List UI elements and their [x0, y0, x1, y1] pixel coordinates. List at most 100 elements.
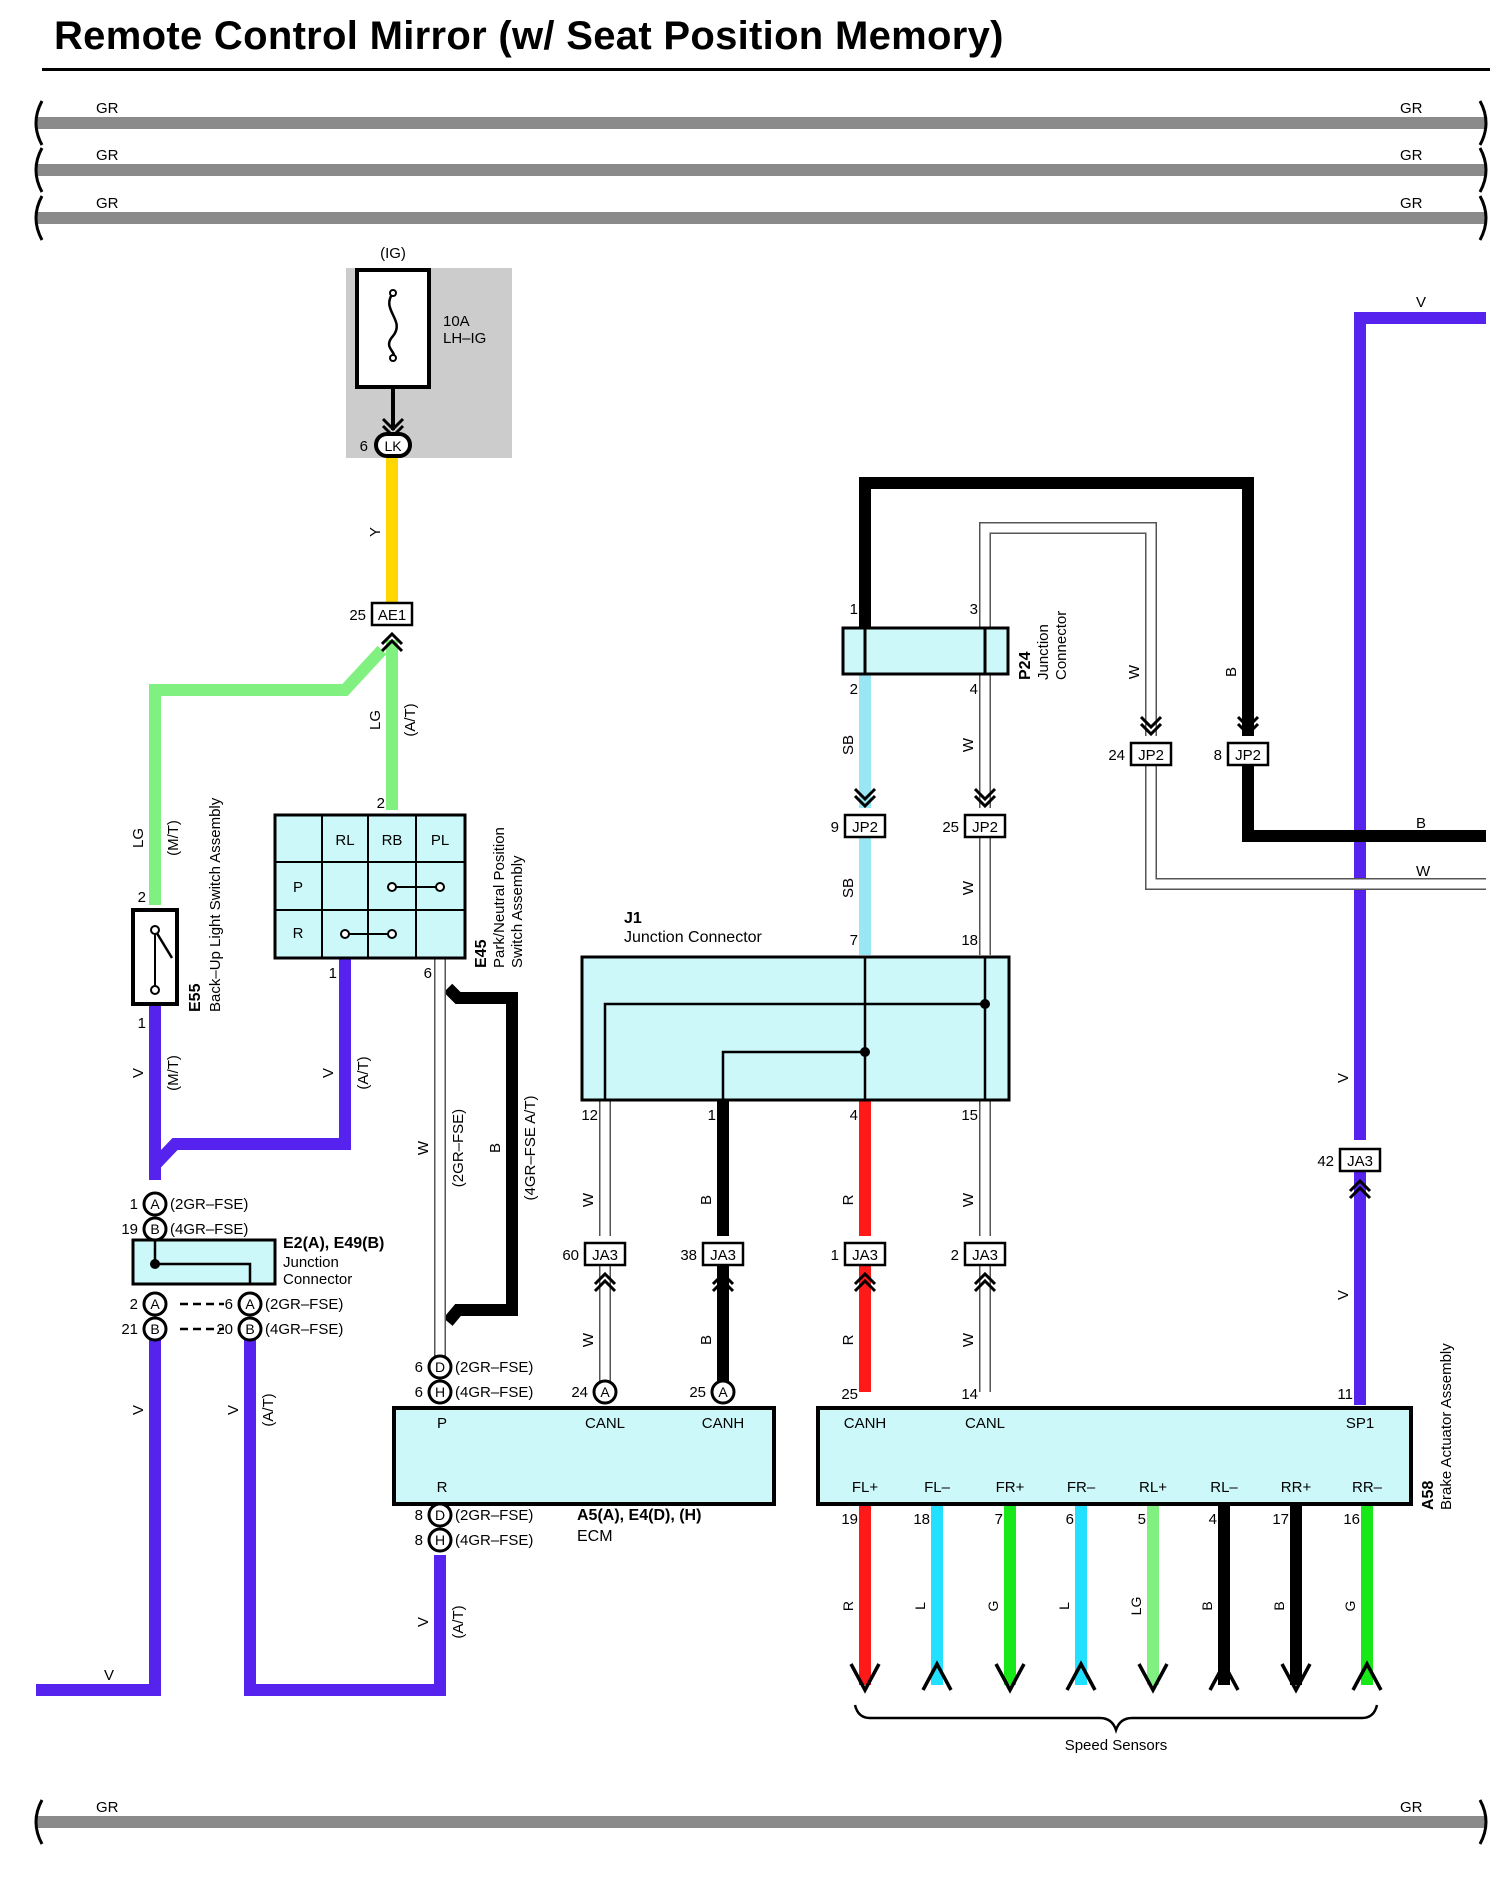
sensor-name-RR–: RR– [1352, 1479, 1383, 1496]
connector-jp2_24-label: JP2 [1138, 747, 1164, 764]
e55-contact-bottom [150, 985, 160, 995]
connector-ja3-42-chevron-stroke-1 [1348, 1178, 1372, 1193]
bus-label-left-3: GR [96, 1799, 119, 1816]
connector-jp2_8-chevron-stroke-0 [1236, 715, 1260, 730]
sensor-pin-RR–: 16 [1343, 1511, 1360, 1528]
wire-label-7: V [320, 1068, 337, 1078]
wire-w-p24-3 [980, 523, 1156, 736]
connector-ja3_38-pin: 38 [680, 1247, 697, 1264]
wire-label-2: (A/T) [402, 703, 419, 736]
wire-w-right [1146, 766, 1486, 889]
sensor-color-RR+: B [1271, 1601, 1287, 1610]
connector-ae1-label: AE1 [378, 607, 406, 624]
p24-name-1: Junction [1035, 624, 1052, 680]
e45-row-R: R [293, 925, 304, 942]
connector-jp2_24-chevron [1139, 715, 1163, 737]
connector-jp2_9-chevron-stroke-0 [853, 787, 877, 802]
wire-label-32: V [1335, 1073, 1352, 1083]
bus-break-right-2 [1478, 195, 1488, 241]
e2-pin-note-1: (2GR–FSE) [170, 1196, 248, 1213]
e55-pin-bottom: 1 [138, 1015, 146, 1032]
connector-jp2_8-pin: 8 [1214, 747, 1222, 764]
e2-pin-21-letter: B [150, 1321, 159, 1337]
sensor-pin-FR–: 6 [1066, 1511, 1074, 1528]
connector-ja3-42-chevron [1348, 1178, 1372, 1200]
wire-label-18: SB [840, 735, 857, 755]
j1-pin-7: 7 [850, 932, 858, 949]
fuse-body [355, 268, 431, 389]
a58-pin-canh: 25 [841, 1386, 858, 1403]
ecm-pin-2-letter: D [435, 1507, 445, 1523]
wire-label-17: (A/T) [450, 1605, 467, 1638]
fuse-chevron-stroke-0 [381, 417, 405, 432]
e2-pin-num-21: 21 [121, 1321, 138, 1338]
connector-ja3_60-chevron-stroke-0 [593, 1278, 617, 1293]
connector-ja3_1-label: JA3 [852, 1247, 878, 1264]
ecm-name: ECM [577, 1528, 613, 1545]
wire-label-6: (M/T) [165, 1055, 182, 1091]
sensor-color-FR+: G [985, 1601, 1001, 1612]
sensor-color-FL–: L [912, 1602, 928, 1610]
wire-label-28: W [580, 1332, 597, 1347]
ecm-body [392, 1406, 776, 1506]
sensor-name-RL–: RL– [1210, 1479, 1238, 1496]
ecm-pin-r: R [437, 1479, 448, 1496]
bus-break-left-3 [34, 1799, 44, 1845]
wire-b-loop [859, 477, 1254, 736]
sensor-color-RL–: B [1199, 1601, 1215, 1610]
sensor-arrow-FL+-icon [849, 1663, 881, 1694]
a58-id: A58 [1420, 1481, 1437, 1510]
wire-label-v-top: V [1416, 294, 1426, 311]
sensor-color-RR–: G [1342, 1601, 1358, 1612]
wire-v-right [1354, 312, 1486, 1140]
p24-name-2: Connector [1053, 611, 1070, 680]
sensor-pin-FL–: 18 [913, 1511, 930, 1528]
speed-sensors-label: Speed Sensors [1065, 1737, 1168, 1754]
wire-label-30: R [840, 1334, 857, 1345]
e2-pin-num-1: 1 [130, 1196, 138, 1213]
a58-canh: CANH [844, 1415, 887, 1432]
connector-ja3-42-label: JA3 [1347, 1153, 1373, 1170]
wire-v-left [36, 1330, 161, 1696]
e55-contact-top [150, 925, 160, 935]
sensor-pin-FR+: 7 [995, 1511, 1003, 1528]
ecm-canh: CANH [702, 1415, 745, 1432]
a58-body [816, 1406, 1413, 1506]
ecm-pin-canl-circle [592, 1379, 618, 1405]
e55-name: Back–Up Light Switch Assembly [207, 797, 224, 1012]
wire-label-9: V [130, 1405, 147, 1415]
p24-pin-1: 1 [850, 601, 858, 618]
wire-label-1: LG [367, 710, 384, 730]
connector-ja3_1-box [843, 1241, 887, 1267]
e2-pin-20-letter: B [245, 1321, 254, 1337]
bus-label-right-3: GR [1400, 1799, 1423, 1816]
sensor-color-FL+: R [840, 1601, 856, 1611]
connector-jp2_9-chevron [853, 787, 877, 809]
e45-contact-p2 [435, 882, 445, 892]
connector-ja3_1-pin: 1 [831, 1247, 839, 1264]
connector-ae1-chevron-stroke-0 [380, 638, 404, 653]
bus-label-left-0: GR [96, 100, 119, 117]
e2-pin-2-letter: A [150, 1296, 160, 1312]
j1-pin-18: 18 [961, 932, 978, 949]
j1-trace-12 [603, 1002, 985, 1100]
fuse-pin-top [389, 289, 397, 297]
ecm-pin-num-1: 6 [415, 1384, 423, 1401]
a58-sp1: SP1 [1346, 1415, 1374, 1432]
wire-lg-mt [149, 645, 387, 905]
j1-pin-bottom-3: 15 [961, 1107, 978, 1124]
fuse-pin-number: 6 [360, 438, 368, 455]
wire-label-15: (4GR–FSE A/T) [522, 1095, 539, 1200]
wire-label-23: B [1223, 667, 1240, 677]
connector-jp2_8-box [1226, 741, 1270, 767]
bus-break-left-2 [34, 195, 44, 241]
e45-name-1: Park/Neutral Position [491, 827, 508, 968]
connector-ae1-box [370, 601, 414, 627]
wire-label-31: W [960, 1332, 977, 1347]
j1-pin-bottom-1: 1 [708, 1107, 716, 1124]
wire-label-14: B [487, 1143, 504, 1153]
e2-id: E2(A), E49(B) [283, 1235, 384, 1252]
e45-pin-top: 2 [377, 795, 385, 812]
e45-col-PL: PL [431, 832, 449, 849]
connector-jp2_25-chevron-stroke-0 [973, 787, 997, 802]
